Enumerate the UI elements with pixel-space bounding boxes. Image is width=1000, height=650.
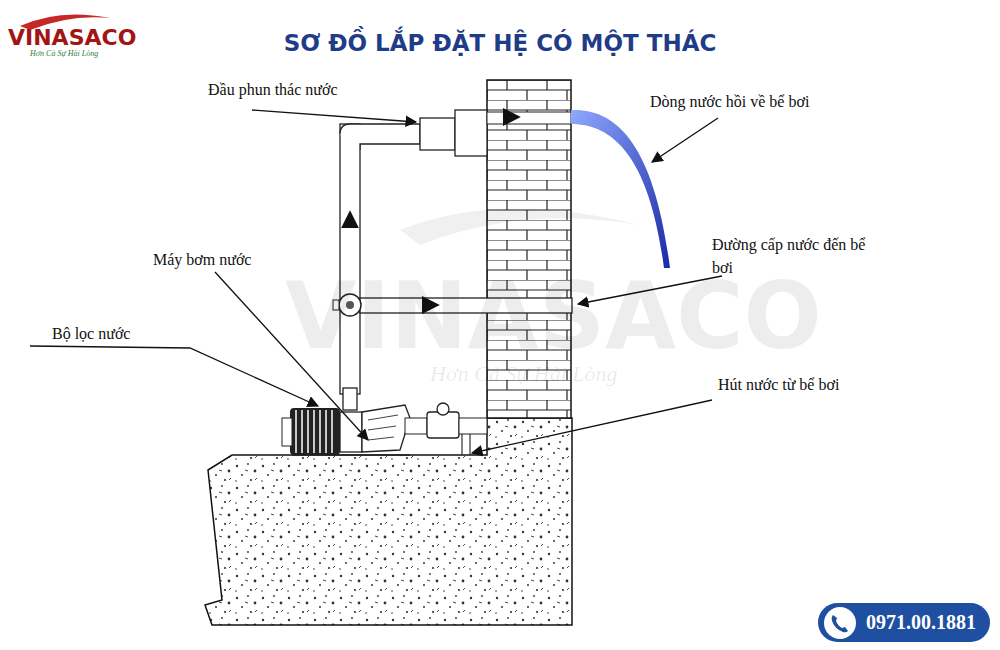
logo-tagline: Hơn Cả Sự Hài Lòng (30, 48, 98, 60)
waterfall-nozzle (455, 110, 487, 156)
flow-arrow (349, 212, 351, 226)
pump-motor (290, 408, 340, 455)
union-valve (427, 412, 459, 438)
watermark-tagline: Hơn Cả Sự Hài Lòng (430, 358, 618, 390)
part-label: Máy bơm nước (153, 248, 251, 271)
phone-badge: 0971.00.1881 (818, 603, 990, 642)
phone-icon (822, 605, 858, 641)
part-label: Đường cấp nước đến bể bơi (712, 233, 882, 279)
nozzle-channel (487, 112, 571, 124)
nozzle-fitting (420, 118, 455, 150)
diagram-title: SƠ ĐỒ LẮP ĐẶT HỆ CÓ MỘT THÁC (0, 30, 1000, 56)
filter-housing (362, 405, 410, 452)
part-label: Dòng nước hồi về bể bơi (650, 90, 809, 113)
flow-arrow (507, 116, 519, 118)
part-label: Bộ lọc nước (52, 322, 130, 345)
waterfall-stream (571, 110, 670, 268)
part-label: Đầu phun thác nước (208, 78, 338, 101)
phone-number: 0971.00.1881 (866, 611, 976, 634)
part-label: Hút nước từ bể bơi (718, 373, 839, 396)
elbow-pipe (340, 124, 420, 150)
